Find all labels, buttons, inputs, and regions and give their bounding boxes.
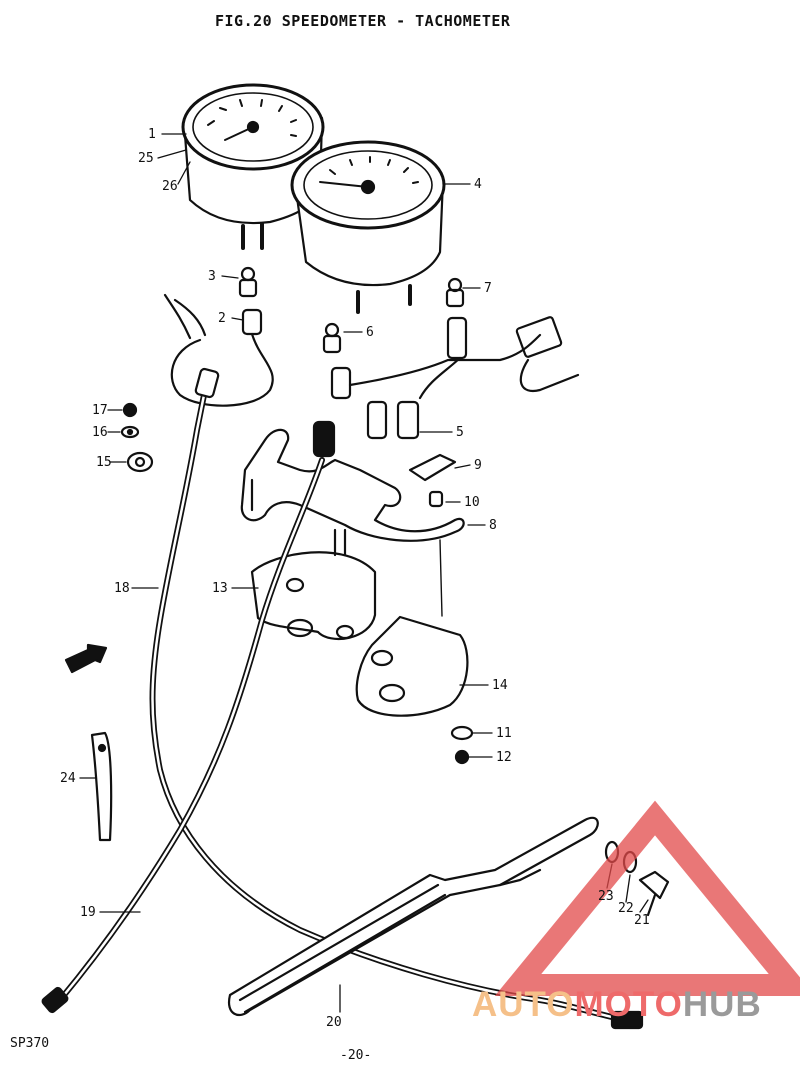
callout-20: 20 — [326, 1015, 342, 1030]
tachometer — [290, 140, 446, 314]
watermark-part-moto: MOTO — [574, 985, 683, 1024]
damper-15 — [126, 451, 154, 473]
callout-13: 13 — [212, 581, 228, 596]
callout-10: 10 — [464, 495, 480, 510]
callout-2: 2 — [218, 311, 226, 326]
callout-9: 9 — [474, 458, 482, 473]
bulb-3 — [238, 266, 258, 298]
leader-lines — [79, 133, 649, 1013]
socket-5 — [330, 316, 580, 440]
front-arrow-icon — [64, 643, 108, 674]
figure-title: FIG.20 SPEEDOMETER - TACHOMETER — [215, 12, 511, 30]
page-number: -20- — [340, 1048, 372, 1063]
watermark-part-auto: AUTO — [472, 985, 575, 1024]
watermark-logo — [494, 800, 800, 996]
callout-8: 8 — [489, 518, 497, 533]
callout-24: 24 — [60, 771, 76, 786]
callout-14: 14 — [492, 678, 508, 693]
bulb-7 — [445, 277, 465, 308]
speedometer — [181, 83, 325, 250]
callout-21: 21 — [634, 913, 650, 928]
bracket-20 — [227, 816, 599, 1017]
bracket-8 — [240, 428, 465, 542]
callout-12: 12 — [496, 750, 512, 765]
nut-17 — [122, 402, 138, 418]
watermark-text: AUTOMOTOHUB — [472, 985, 762, 1025]
callout-3: 3 — [208, 269, 216, 284]
nut-12 — [454, 749, 470, 765]
cup-13 — [250, 528, 377, 640]
callout-6: 6 — [366, 325, 374, 340]
callout-4: 4 — [474, 177, 482, 192]
callout-5: 5 — [456, 425, 464, 440]
callout-22: 22 — [618, 901, 634, 916]
callout-17: 17 — [92, 403, 108, 418]
socket-2 — [163, 293, 274, 407]
bracket-24 — [90, 731, 113, 842]
callout-26: 26 — [162, 179, 178, 194]
callout-19: 19 — [80, 905, 96, 920]
callout-1: 1 — [148, 127, 156, 142]
cup-14 — [355, 539, 469, 717]
callout-labels: 1234567891011121314151617181920212223242… — [60, 127, 650, 1030]
bolt-21 — [638, 870, 670, 917]
callout-18: 18 — [114, 581, 130, 596]
part-10 — [428, 490, 444, 508]
part-9 — [408, 453, 457, 482]
bulb-6 — [322, 322, 342, 354]
drawing-code: SP370 — [10, 1036, 50, 1051]
callout-11: 11 — [496, 726, 512, 741]
callout-23: 23 — [598, 889, 614, 904]
washer-16 — [120, 425, 140, 439]
cable-18 — [149, 367, 644, 1030]
callout-15: 15 — [96, 455, 112, 470]
washer-11 — [450, 725, 474, 741]
callout-7: 7 — [484, 281, 492, 296]
cable-19 — [41, 420, 336, 1014]
callout-16: 16 — [92, 425, 108, 440]
watermark-part-hub: HUB — [682, 985, 762, 1024]
callout-25: 25 — [138, 151, 154, 166]
